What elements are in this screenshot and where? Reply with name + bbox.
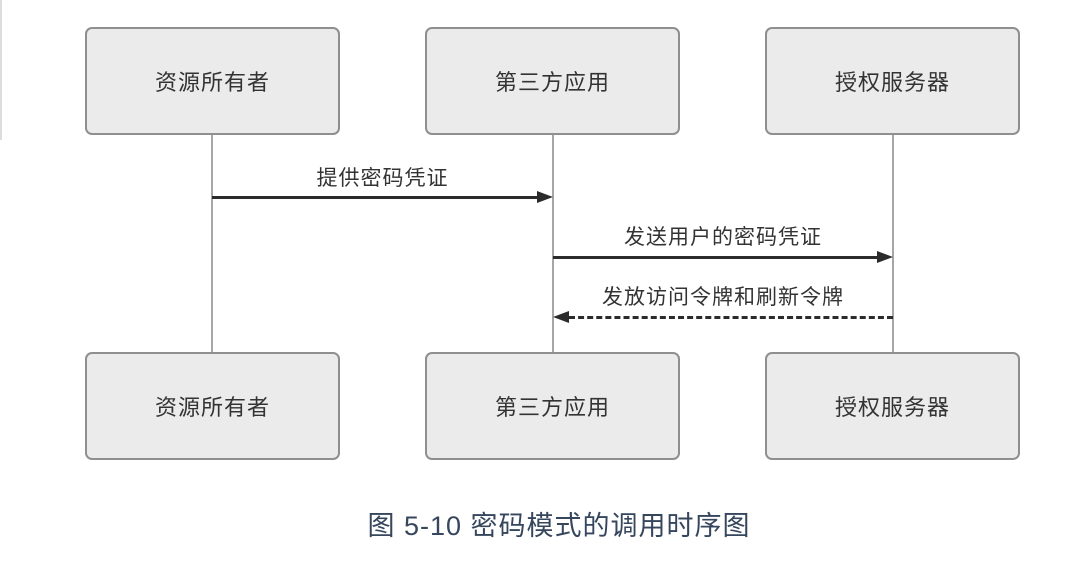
actor-box-auth-server-top: 授权服务器 [765, 27, 1020, 135]
actor-box-auth-server-bottom: 授权服务器 [765, 352, 1020, 460]
message-2-line [553, 256, 877, 259]
message-1-label: 提供密码凭证 [316, 167, 449, 190]
arrowhead-right-icon [537, 191, 553, 203]
actor-label: 资源所有者 [154, 395, 270, 420]
lifeline-third-party-app [552, 135, 554, 352]
figure-caption: 图 5-10 密码模式的调用时序图 [367, 511, 751, 541]
actor-box-resource-owner-top: 资源所有者 [85, 27, 340, 135]
message-3-line [569, 316, 893, 319]
actor-label: 资源所有者 [154, 70, 270, 95]
actor-box-third-party-app-bottom: 第三方应用 [425, 352, 680, 460]
message-3-label: 发放访问令牌和刷新令牌 [602, 286, 844, 309]
arrowhead-right-icon [877, 251, 893, 263]
actor-label: 第三方应用 [494, 395, 610, 420]
lifeline-auth-server [892, 135, 894, 352]
actor-label: 授权服务器 [834, 70, 950, 95]
arrowhead-left-icon [553, 311, 569, 323]
actor-box-resource-owner-bottom: 资源所有者 [85, 352, 340, 460]
actor-label: 第三方应用 [494, 70, 610, 95]
page-edge-line [0, 0, 2, 140]
actor-box-third-party-app-top: 第三方应用 [425, 27, 680, 135]
lifeline-resource-owner [211, 135, 213, 352]
message-1-line [212, 196, 538, 199]
message-2-label: 发送用户的密码凭证 [624, 226, 822, 249]
actor-label: 授权服务器 [834, 395, 950, 420]
